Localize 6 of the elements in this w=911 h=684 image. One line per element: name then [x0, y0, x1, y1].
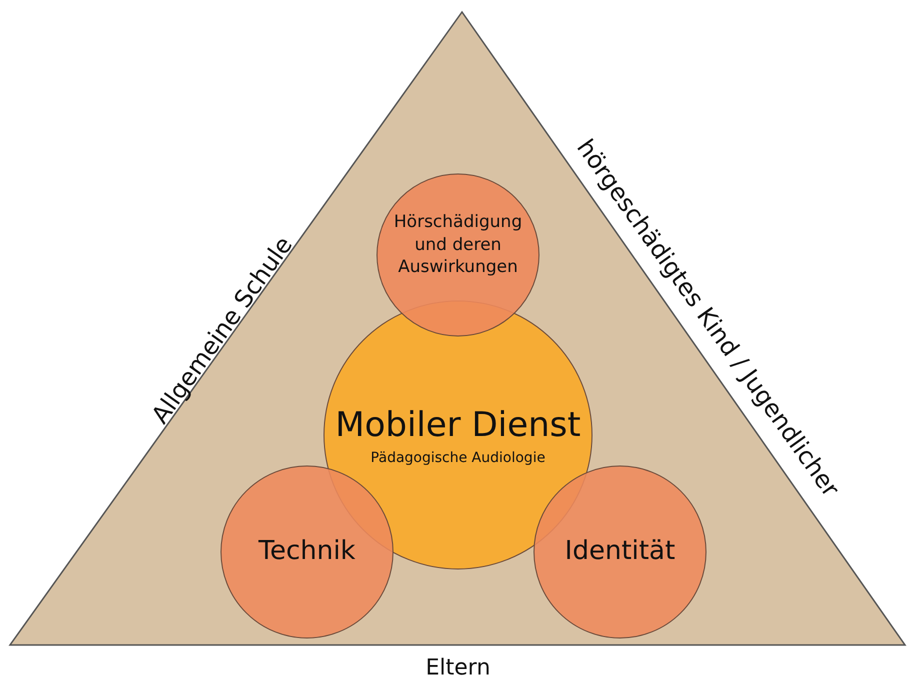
side-label: Eltern	[426, 656, 490, 680]
circle-label: Mobiler Dienst	[335, 404, 581, 447]
circle-subtitle: Pädagogische Audiologie	[370, 448, 546, 468]
circle-label: Identität	[564, 535, 676, 568]
circle-label: Hörschädigung und deren Auswirkungen	[392, 210, 524, 280]
circle-label: Technik	[258, 535, 356, 568]
